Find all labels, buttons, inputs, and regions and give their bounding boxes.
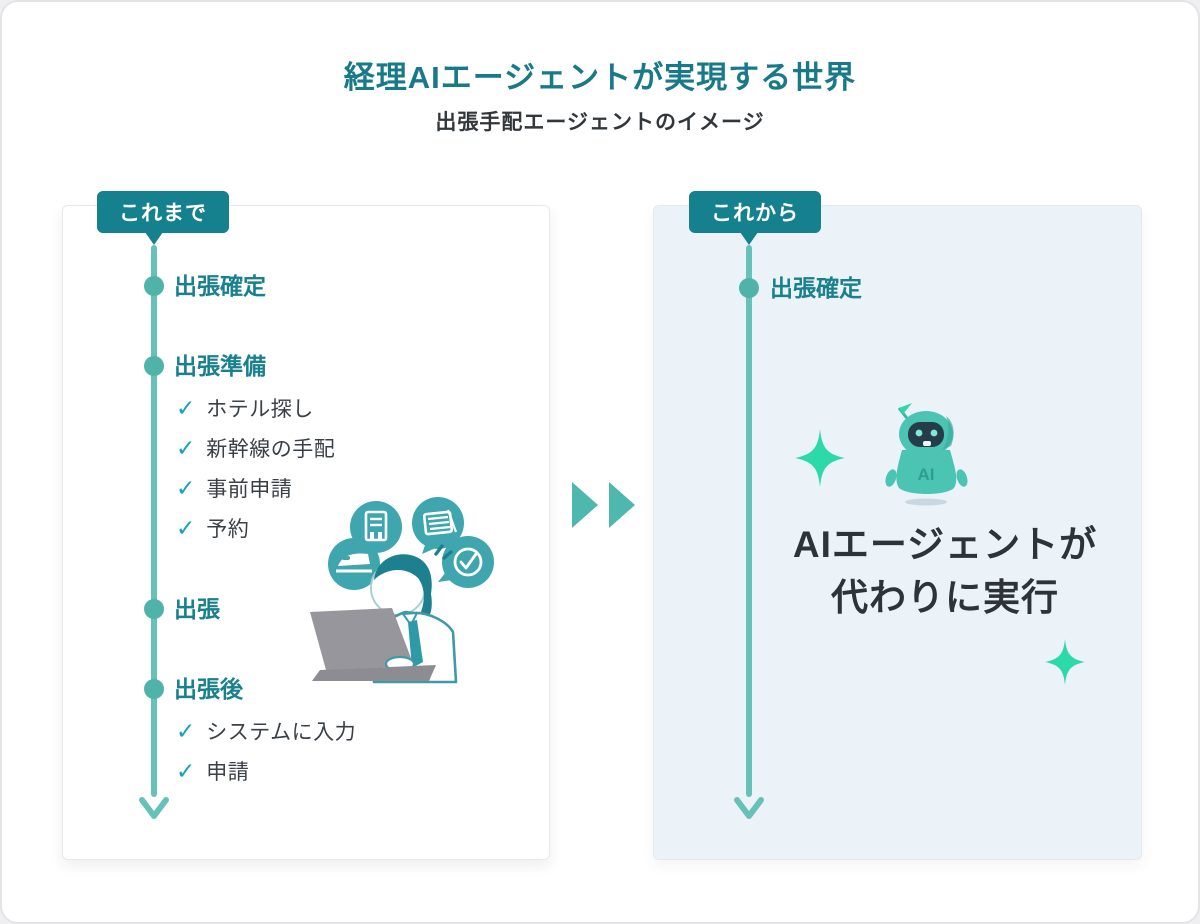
highlight-line-2: 代わりに実行	[831, 577, 1059, 618]
page-subtitle: 出張手配エージェントのイメージ	[435, 111, 765, 134]
check-icon: ✓	[176, 717, 196, 744]
milestone-label: 出張後	[174, 676, 243, 702]
task-label: 事前申請	[206, 478, 293, 501]
timeline-arrow-down-icon	[734, 797, 764, 819]
check-icon: ✓	[176, 434, 196, 461]
milestone-label: 出張準備	[174, 353, 266, 379]
calendar-icon	[412, 497, 464, 554]
task-list-preparation: ✓ ホテル探し ✓ 新幹線の手配 ✓ 事前申請 ✓ 予約	[176, 388, 335, 548]
task-item: ✓ システムに入力	[176, 711, 356, 751]
task-item: ✓ 事前申請	[176, 468, 335, 508]
robot-arm	[885, 469, 897, 487]
task-label: システムに入力	[206, 721, 357, 744]
task-label: 申請	[206, 761, 250, 784]
badge-after-tail	[740, 232, 758, 245]
task-label: 予約	[206, 518, 250, 541]
necktie	[408, 620, 423, 668]
badge-before-tail	[145, 232, 163, 245]
forward-arrows-icon	[572, 482, 635, 528]
check-circle-icon	[438, 536, 494, 588]
check-icon: ✓	[176, 757, 196, 784]
timeline-dot	[739, 278, 759, 298]
timeline-dot	[144, 356, 164, 376]
alert-marks	[434, 544, 453, 560]
antenna-flag	[899, 403, 912, 414]
page-title: 経理AIエージェントが実現する世界	[343, 60, 857, 95]
milestone-label: 出張確定	[174, 273, 266, 299]
timeline-dot	[144, 679, 164, 699]
sparkle-icon	[795, 429, 845, 487]
milestone-label: 出張確定	[770, 275, 862, 301]
office-worker-illustration	[310, 497, 494, 684]
check-icon: ✓	[176, 514, 196, 541]
task-item: ✓ 新幹線の手配	[176, 428, 335, 468]
badge-after: これから	[689, 191, 821, 233]
robot-eye	[930, 429, 938, 437]
robot-chest-label: AI	[918, 465, 935, 484]
robot-mouth	[923, 441, 931, 446]
highlight-text: AIエージェントが 代わりに実行	[747, 518, 1143, 624]
robot-arm	[956, 469, 968, 487]
timeline-arrow-down-icon	[139, 797, 169, 819]
task-item: ✓ ホテル探し	[176, 388, 335, 428]
laptop	[310, 608, 436, 681]
robot-body	[896, 450, 957, 494]
highlight-line-1: AIエージェントが	[792, 524, 1098, 565]
check-icon: ✓	[176, 394, 196, 421]
panel-before	[62, 205, 550, 860]
timeline-line-left	[151, 245, 157, 797]
shinkansen-train-icon	[328, 538, 386, 590]
timeline-dot	[144, 276, 164, 296]
task-label: ホテル探し	[206, 398, 314, 421]
timeline-line-right	[746, 245, 752, 797]
robot-shadow	[905, 498, 947, 506]
sparkle-icon	[1045, 639, 1085, 685]
check-icon: ✓	[176, 474, 196, 501]
milestone-label: 出張	[174, 596, 220, 622]
panel-after	[653, 205, 1142, 860]
robot-face	[908, 422, 944, 447]
badge-before: これまで	[97, 191, 229, 233]
timeline-dot	[144, 599, 164, 619]
robot-ai-icon: AI	[885, 403, 968, 506]
task-item: ✓ 申請	[176, 751, 356, 791]
task-item: ✓ 予約	[176, 508, 335, 548]
task-label: 新幹線の手配	[206, 438, 336, 461]
robot-eye	[915, 429, 923, 437]
task-list-after-trip: ✓ システムに入力 ✓ 申請	[176, 711, 356, 791]
